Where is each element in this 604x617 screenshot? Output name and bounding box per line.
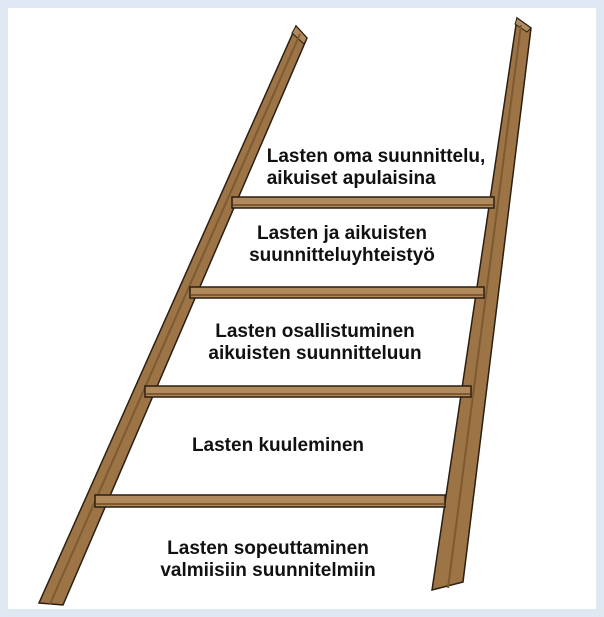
rung-1 <box>231 196 495 209</box>
step-label-1-line-1: Lasten oma suunnittelu, <box>266 146 486 167</box>
step-label-1-line-2: aikuiset apulaisina <box>266 168 436 189</box>
right-rail-top <box>514 17 532 33</box>
right-rail-shade <box>447 24 522 589</box>
step-label-2-line-1: Lasten ja aikuisten <box>256 223 428 244</box>
step-label-5-line-1: Lasten sopeuttaminen <box>167 538 369 559</box>
step-label-4: Lasten kuuleminen <box>192 435 364 457</box>
rung-3 <box>144 385 472 398</box>
left-rail <box>37 24 308 606</box>
step-label-1: Lasten oma suunnittelu, aikuiset apulais… <box>267 146 486 190</box>
step-label-3-line-1: Lasten osallistuminen <box>215 321 415 342</box>
step-label-5-line-2: valmiisiin suunnitelmiin <box>160 560 376 581</box>
step-label-2-line-2: suunnitteluyhteistyö <box>249 245 435 266</box>
right-rail-face <box>431 16 532 592</box>
step-label-3-line-2: aikuisten suunnitteluun <box>208 343 422 364</box>
right-rail <box>431 16 532 592</box>
left-rail-shade <box>49 33 301 605</box>
diagram-panel <box>8 8 596 609</box>
step-label-4-line-1: Lasten kuuleminen <box>191 435 365 456</box>
step-label-5: Lasten sopeuttaminen valmiisiin suunnite… <box>160 538 375 582</box>
left-rail-face <box>37 24 308 606</box>
step-label-2: Lasten ja aikuisten suunnitteluyhteistyö <box>249 223 435 267</box>
rung-4 <box>94 494 446 508</box>
rungs <box>94 196 495 508</box>
step-label-3: Lasten osallistuminen aikuisten suunnitt… <box>208 321 421 365</box>
rung-2 <box>189 286 485 299</box>
